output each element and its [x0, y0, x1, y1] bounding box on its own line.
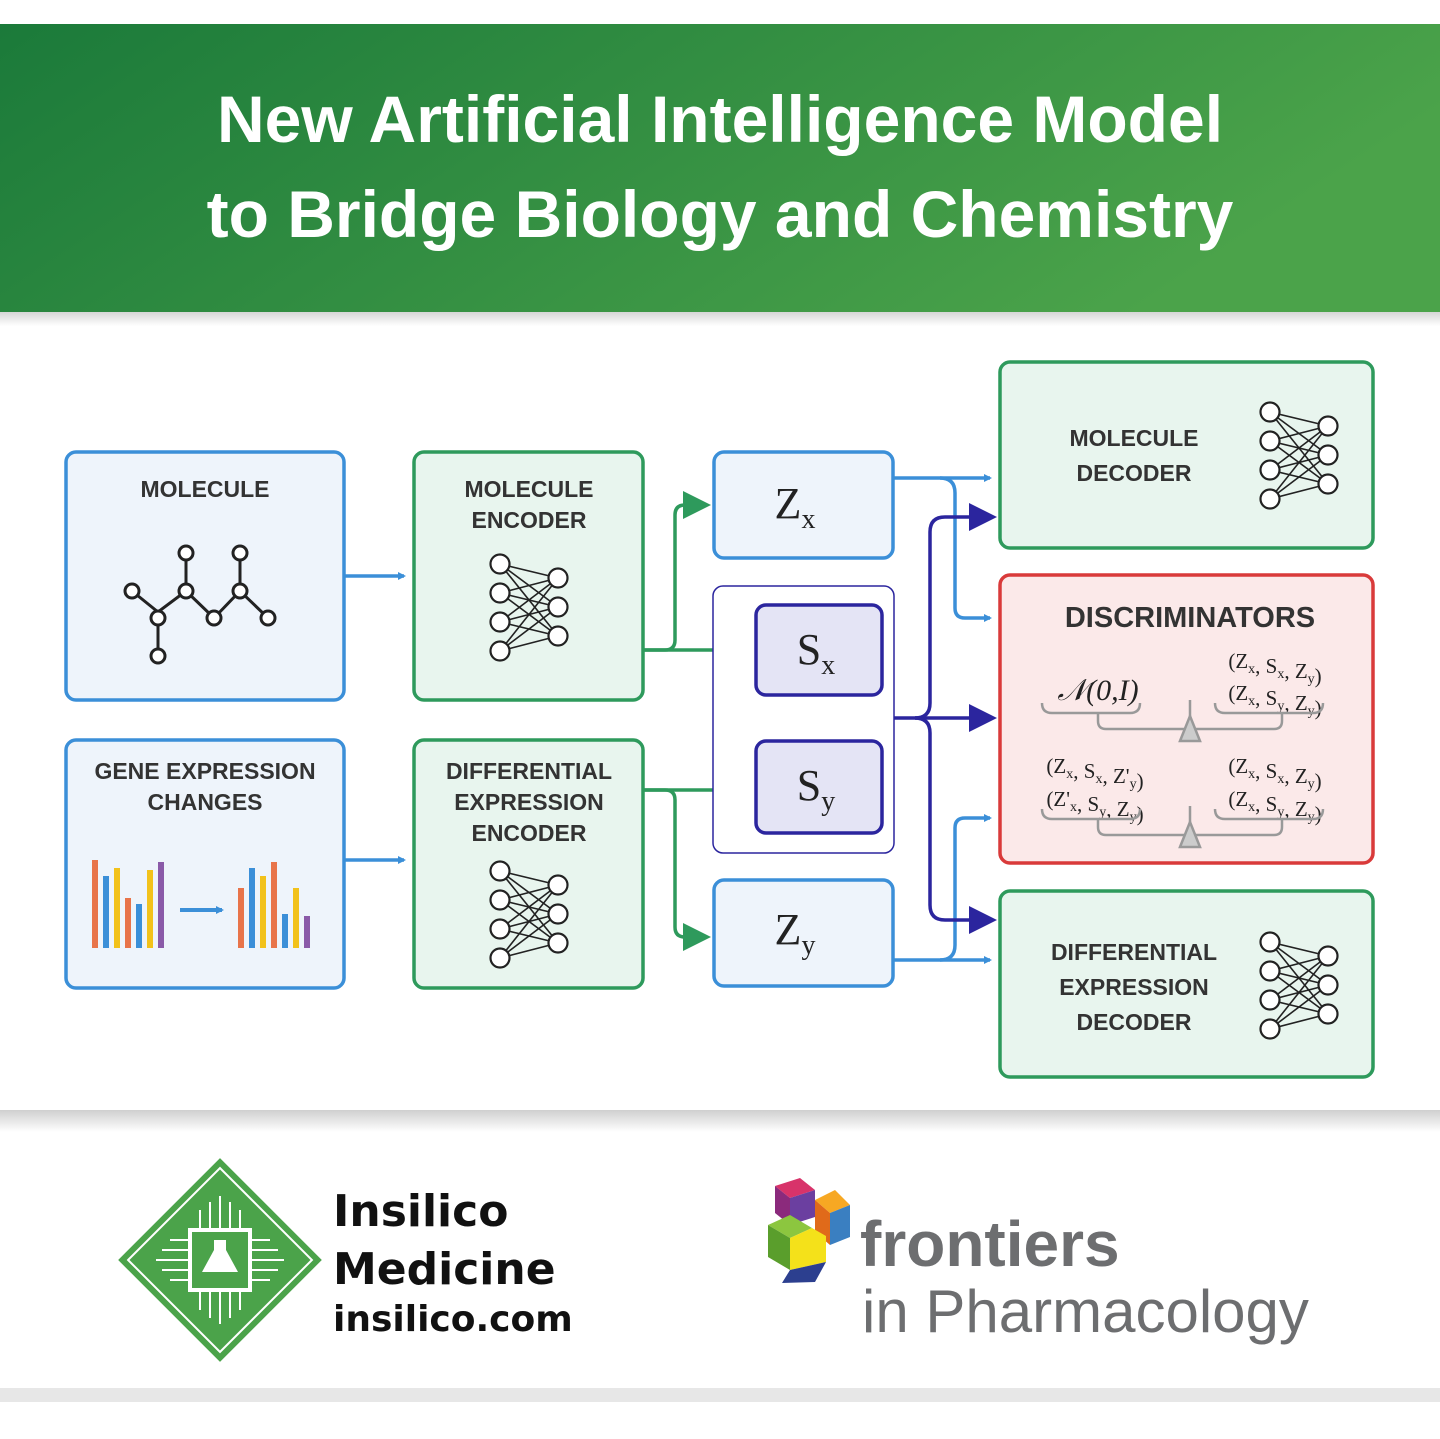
- bar-mark: [136, 904, 142, 948]
- bar-mark: [249, 868, 255, 948]
- discriminator-tuple: (Zx, Sy, Zy): [1228, 787, 1321, 826]
- bar-mark: [282, 914, 288, 948]
- diff-expression-encoder-box: [412, 738, 645, 990]
- discriminator-tuple: (Zx, Sy, Zy): [1228, 681, 1321, 720]
- zy-label: Zy: [775, 905, 816, 961]
- neuron-node: [1317, 945, 1339, 967]
- molecule-decoder-box: [998, 360, 1375, 550]
- insilico-name-line-2: Medicine: [333, 1244, 556, 1295]
- molecule-label: MOLECULE: [140, 476, 269, 502]
- neuron-node: [547, 903, 569, 925]
- neuron-node: [1259, 931, 1281, 953]
- discriminator-tuple: (Zx, Sx, Zy): [1228, 754, 1321, 793]
- neuron-node: [1259, 401, 1281, 423]
- neuron-node: [489, 582, 511, 604]
- neuron-node: [547, 596, 569, 618]
- neuron-node: [1317, 473, 1339, 495]
- neural-network-icon: [489, 553, 569, 662]
- bar-mark: [238, 888, 244, 948]
- mol-decoder-line-1: MOLECULE: [1069, 425, 1198, 451]
- header-banner: [0, 24, 1440, 312]
- neuron-node: [1259, 488, 1281, 510]
- frontiers-name: frontiers: [860, 1208, 1120, 1280]
- neuron-node: [1317, 974, 1339, 996]
- diff-encoder-line-2: EXPRESSION: [454, 789, 604, 815]
- bar-mark: [125, 898, 131, 948]
- neuron-node: [489, 889, 511, 911]
- bar-mark: [304, 916, 310, 948]
- insilico-name-line-1: Insilico: [333, 1186, 508, 1237]
- bar-mark: [103, 876, 109, 948]
- zx-latent-box: [712, 450, 895, 560]
- gene-label-line-1: GENE EXPRESSION: [94, 758, 315, 784]
- gene-bar-chart-before-icon: [92, 860, 164, 948]
- title-line-1: New Artificial Intelligence Model: [217, 82, 1223, 156]
- bar-mark: [147, 870, 153, 948]
- gene-label-line-2: CHANGES: [147, 789, 262, 815]
- molecule-structure-icon: [123, 544, 277, 665]
- neuron-node: [547, 567, 569, 589]
- neuron-node: [1259, 430, 1281, 452]
- neuron-node: [489, 611, 511, 633]
- neural-network-icon: [489, 860, 569, 969]
- frontiers-logo: frontiers in Pharmacology: [768, 1178, 1309, 1345]
- insilico-logo: Insilico Medicine insilico.com: [118, 1158, 573, 1362]
- title-line-2: to Bridge Biology and Chemistry: [207, 177, 1234, 251]
- diff-decoder-line-1: DIFFERENTIAL: [1051, 939, 1217, 965]
- frontiers-journal: in Pharmacology: [862, 1278, 1309, 1345]
- diff-decoder-line-3: DECODER: [1076, 1009, 1191, 1035]
- discriminator-tuples: (Zx, Sx, Zy)(Zx, Sy, Zy)(Zx, Sx, Z'y)(Z'…: [1046, 649, 1321, 826]
- neuron-node: [1259, 989, 1281, 1011]
- gene-bar-chart-after-icon: [238, 862, 310, 948]
- diff-decoder-line-2: EXPRESSION: [1059, 974, 1209, 1000]
- bar-mark: [92, 860, 98, 948]
- molecule-encoder-box: [412, 450, 645, 702]
- scale-fulcrum-icon: [1178, 712, 1202, 849]
- neuron-node: [489, 947, 511, 969]
- diff-encoder-line-1: DIFFERENTIAL: [446, 758, 612, 784]
- bar-mark: [114, 868, 120, 948]
- sx-latent-box: [754, 603, 884, 697]
- bar-mark: [158, 862, 164, 948]
- neuron-node: [1259, 459, 1281, 481]
- prior-distribution: 𝒩(0,I): [1057, 674, 1138, 707]
- bar-mark: [271, 862, 277, 948]
- discriminator-tuple: (Zx, Sx, Z'y): [1046, 754, 1143, 793]
- sy-label: Sy: [797, 761, 835, 817]
- diff-encoder-line-3: ENCODER: [471, 820, 586, 846]
- neuron-node: [1259, 1018, 1281, 1040]
- molecule-input-box: [64, 450, 346, 702]
- neuron-node: [1317, 444, 1339, 466]
- neural-network-icon: [1259, 931, 1339, 1040]
- zx-label: Zx: [775, 479, 816, 535]
- sy-latent-box: [754, 739, 884, 835]
- bar-mark: [293, 888, 299, 948]
- neuron-node: [547, 874, 569, 896]
- neuron-node: [1259, 960, 1281, 982]
- sx-label: Sx: [797, 625, 835, 681]
- neuron-node: [1317, 1003, 1339, 1025]
- neuron-node: [489, 860, 511, 882]
- neuron-node: [489, 553, 511, 575]
- mol-encoder-line-2: ENCODER: [471, 507, 586, 533]
- neuron-node: [1317, 415, 1339, 437]
- neuron-node: [489, 640, 511, 662]
- mol-decoder-line-2: DECODER: [1076, 460, 1191, 486]
- discriminator-tuple: (Zx, Sx, Zy): [1228, 649, 1321, 688]
- mol-encoder-line-1: MOLECULE: [464, 476, 593, 502]
- zy-latent-box: [712, 878, 895, 988]
- neuron-node: [547, 625, 569, 647]
- neural-network-icon: [1259, 401, 1339, 510]
- bar-mark: [260, 876, 266, 948]
- insilico-url[interactable]: insilico.com: [333, 1299, 573, 1340]
- neuron-node: [547, 932, 569, 954]
- neuron-node: [489, 918, 511, 940]
- discriminators-box: [998, 573, 1375, 865]
- discriminators-title: DISCRIMINATORS: [1065, 602, 1315, 634]
